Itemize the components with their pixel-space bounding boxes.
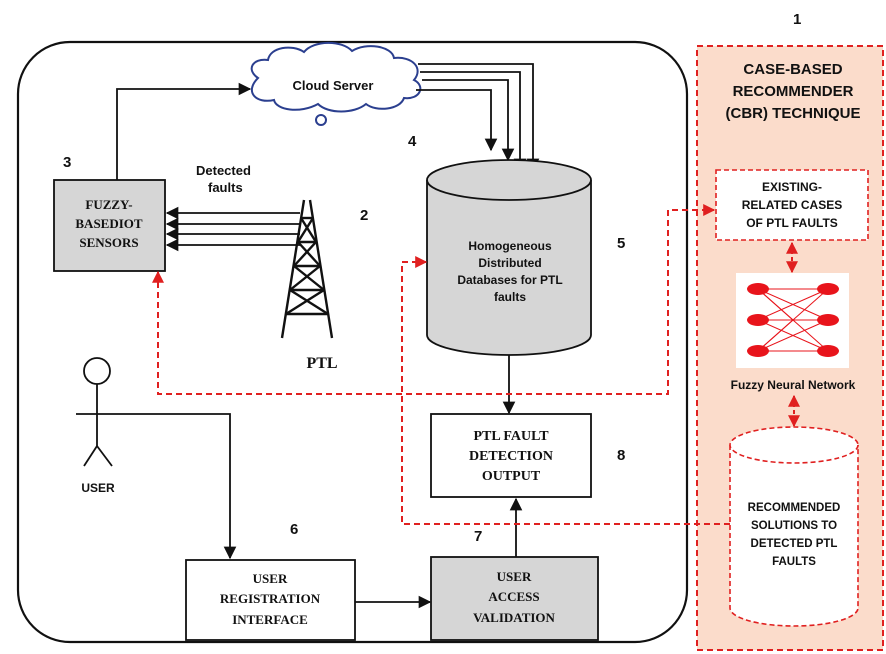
ptl-tower-icon (280, 199, 334, 339)
existing-cases-line-2: RELATED CASES (742, 198, 842, 212)
output-line-1: PTL FAULT (473, 429, 549, 444)
step-number-2: 2 (360, 207, 368, 224)
database-line-3: Databases for PTL (457, 273, 562, 287)
output-line-3: OUTPUT (482, 469, 541, 484)
registration-line-3: INTERFACE (232, 612, 308, 627)
database-line-2: Distributed (478, 256, 541, 270)
existing-cases-line-1: EXISTING- (762, 180, 822, 194)
existing-cases-line-3: OF PTL FAULTS (746, 216, 838, 230)
cbr-title-line-2: RECOMMENDER (733, 83, 854, 100)
user-label: USER (81, 481, 115, 495)
arrow-cloud-to-db-2 (420, 71, 527, 172)
step-number-4: 4 (408, 133, 417, 150)
database-line-4: faults (494, 290, 526, 304)
registration-line-2: REGISTRATION (220, 591, 321, 606)
arrow-cloud-to-db-4 (416, 89, 498, 152)
iot-sensors-line-1: FUZZY- (85, 197, 132, 212)
step-number-7: 7 (474, 528, 482, 545)
arrow-sensors-to-cloud (116, 82, 252, 180)
fault-detection-output-box: PTL FAULT DETECTION OUTPUT (430, 413, 592, 498)
recommended-line-2: SOLUTIONS TO (751, 520, 837, 532)
distributed-database: Homogeneous Distributed Databases for PT… (426, 159, 592, 356)
existing-cases-box: EXISTING- RELATED CASES OF PTL FAULTS (715, 169, 869, 241)
ptl-label: PTL (306, 355, 337, 372)
validation-line-2: ACCESS (488, 589, 539, 604)
output-line-2: DETECTION (469, 449, 553, 464)
recommended-solutions-db: RECOMMENDED SOLUTIONS TO DETECTED PTL FA… (729, 426, 859, 627)
detected-faults-label-2: faults (208, 180, 243, 195)
iot-sensors-line-2: BASEDIOT (75, 216, 143, 231)
detected-faults-label-1: Detected (196, 163, 251, 178)
validation-line-1: USER (497, 569, 532, 584)
step-number-8: 8 (617, 447, 625, 464)
validation-line-3: VALIDATION (473, 610, 555, 625)
main-system-container (16, 40, 689, 644)
arrow-cloud-to-db-3 (422, 79, 515, 162)
arrow-cloud-to-db-1 (418, 63, 540, 172)
dashed-link-recommendations-to-db (401, 256, 730, 525)
cloud-server: Cloud Server (250, 41, 422, 126)
fuzzy-neural-network-icon (736, 273, 849, 368)
dashed-link-sensors-to-cbr (152, 204, 716, 395)
fuzzy-nn-label: Fuzzy Neural Network (731, 378, 856, 392)
user-icon (76, 357, 118, 467)
iot-sensors-line-3: SENSORS (79, 235, 138, 250)
fuzzy-iot-sensors-box: FUZZY- BASEDIOT SENSORS (53, 179, 166, 272)
cbr-title-line-1: CASE-BASED (743, 61, 842, 78)
cbr-title-line-3: (CBR) TECHNIQUE (726, 105, 861, 122)
registration-line-1: USER (253, 571, 288, 586)
step-number-5: 5 (617, 235, 625, 252)
step-number-6: 6 (290, 521, 298, 538)
database-line-1: Homogeneous (468, 239, 552, 253)
arrow-user-to-registration (118, 413, 237, 560)
recommended-line-4: FAULTS (772, 556, 816, 568)
recommended-line-1: RECOMMENDED (748, 502, 841, 514)
step-number-1: 1 (793, 11, 801, 28)
cloud-server-label: Cloud Server (293, 78, 374, 93)
recommended-line-3: DETECTED PTL (751, 538, 838, 550)
user-registration-box: USER REGISTRATION INTERFACE (185, 559, 356, 641)
step-number-3: 3 (63, 154, 71, 171)
user-access-validation-box: USER ACCESS VALIDATION (430, 556, 599, 641)
